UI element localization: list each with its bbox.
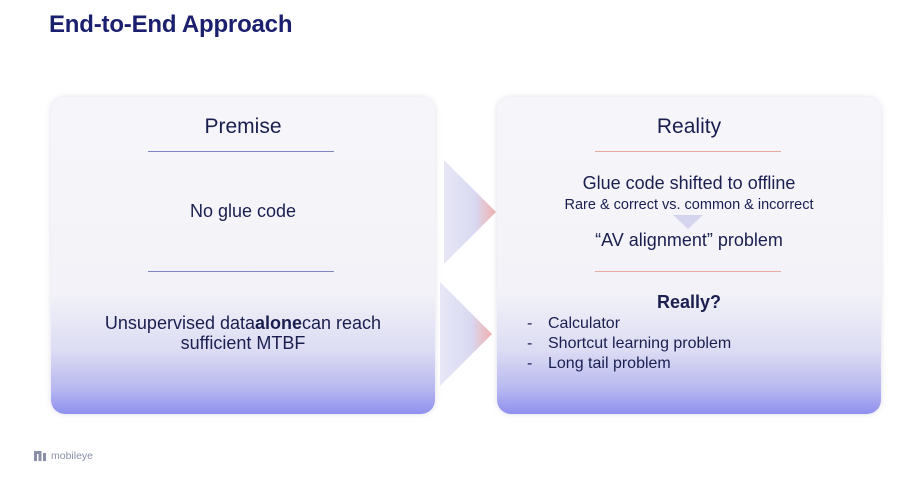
- arrow-right-icon: [440, 282, 492, 386]
- mobileye-logo-icon: [34, 451, 46, 461]
- mobileye-logo: mobileye: [34, 450, 93, 462]
- logo-text: mobileye: [51, 450, 94, 462]
- premise-item-text-bold: alone: [255, 313, 303, 333]
- premise-item-text-line2: sufficient MTBF: [180, 333, 306, 353]
- premise-item-text-part2: can reach: [302, 313, 382, 333]
- reality-item-av-alignment: “AV alignment” problem: [595, 230, 783, 250]
- reality-divider-bottom: [595, 271, 781, 272]
- reality-bullet-list: -Calculator -Shortcut learning problem -…: [527, 314, 731, 374]
- chevron-down-icon: [673, 215, 703, 229]
- premise-item-no-glue-code: No glue code: [189, 201, 297, 221]
- premise-heading: Premise: [204, 115, 282, 138]
- premise-divider-top: [148, 151, 334, 152]
- reality-item-really: Really?: [656, 292, 722, 312]
- list-item: -Shortcut learning problem: [527, 335, 732, 352]
- reality-item-glue-code-offline: Glue code shifted to offline: [582, 173, 796, 193]
- premise-item-unsupervised-data: Unsupervised dataalonecan reach sufficie…: [51, 313, 435, 353]
- bullet-text: Long tail problem: [548, 355, 671, 372]
- list-item: -Long tail problem: [527, 355, 671, 372]
- premise-card: Premise No glue code Unsupervised dataal…: [51, 97, 435, 414]
- bullet-text: Calculator: [548, 315, 621, 332]
- premise-divider-bottom: [148, 271, 334, 272]
- premise-item-text-part1: Unsupervised data: [104, 313, 255, 333]
- arrow-right-icon: [444, 160, 496, 264]
- reality-divider-top: [595, 151, 781, 152]
- bullet-text: Shortcut learning problem: [548, 335, 732, 352]
- reality-heading: Reality: [656, 115, 722, 138]
- slide-title: End-to-End Approach: [49, 11, 293, 38]
- list-item: -Calculator: [527, 315, 621, 332]
- reality-card: Reality Glue code shifted to offline Rar…: [497, 97, 881, 414]
- reality-item-rare-correct: Rare & correct vs. common & incorrect: [564, 197, 814, 213]
